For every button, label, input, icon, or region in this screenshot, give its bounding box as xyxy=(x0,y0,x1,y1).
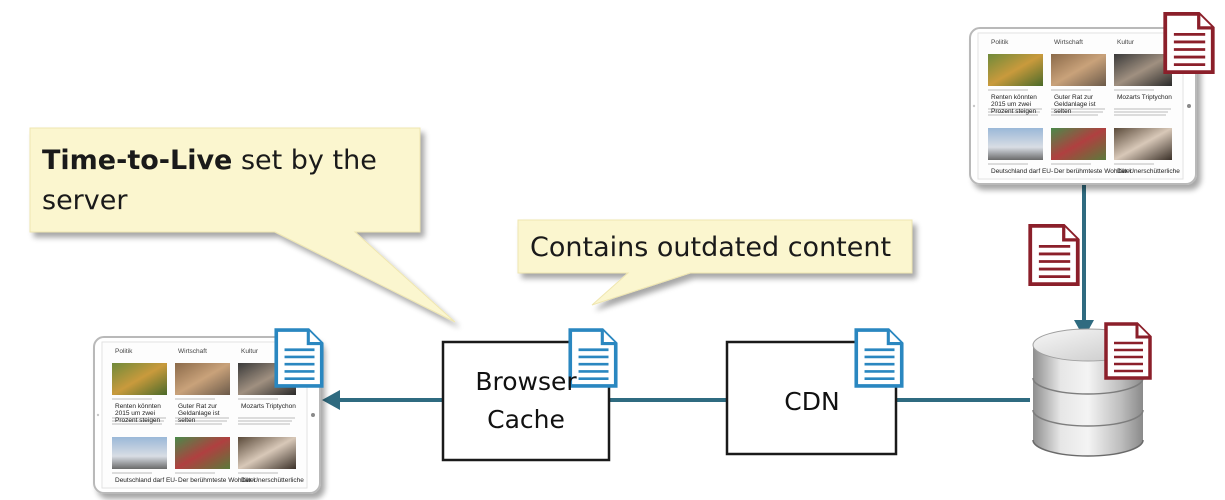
ttl-bold-label: Time-to-Live xyxy=(42,145,233,176)
document-icon-red-transit xyxy=(1028,223,1080,287)
server-tablet-headline-4: Deutschland darf EU- xyxy=(991,168,1054,175)
document-icon-red-server xyxy=(1163,11,1215,75)
client-tablet-headline-2: Guter Rat zur Geldanlage ist selten xyxy=(178,403,220,424)
outdated-callout xyxy=(517,219,913,306)
client-tablet-headline-4: Deutschland darf EU- xyxy=(115,477,178,484)
document-icon-blue-cdn xyxy=(854,328,904,388)
server-tablet-category-3: Kultur xyxy=(1117,39,1134,46)
ttl-rest-label: set by the xyxy=(232,145,377,176)
outdated-callout-text: Contains outdated content xyxy=(530,232,892,263)
client-tablet-headline-3: Mozarts Triptychon xyxy=(241,403,296,410)
server-tablet-headline-5: Der berühmteste Wohltäter xyxy=(1054,168,1132,175)
client-tablet-category-1: Politik xyxy=(115,348,133,355)
browser-cache-label-1: Browser xyxy=(475,367,577,396)
server-tablet-headline-1: Renten könnten 2015 um zwei Prozent stei… xyxy=(991,94,1037,115)
client-tablet-headline-6: Der Unerschütterliche xyxy=(241,477,304,484)
document-icon-blue-client xyxy=(274,328,324,388)
browser-cache-label-2: Cache xyxy=(487,405,565,434)
arrowhead-left xyxy=(322,390,340,410)
server-tablet-category-1: Politik xyxy=(991,39,1009,46)
cdn-label: CDN xyxy=(784,387,840,416)
client-tablet-headline-5: Der berühmteste Wohltäter xyxy=(178,477,256,484)
ttl-callout xyxy=(29,127,456,323)
ttl-rest-label-2: server xyxy=(42,185,128,216)
document-icon-red-db xyxy=(1104,322,1152,380)
client-tablet-category-2: Wirtschaft xyxy=(178,348,207,355)
server-tablet-category-2: Wirtschaft xyxy=(1054,39,1083,46)
connection-lines xyxy=(338,185,1086,402)
ttl-callout-text: Time-to-Live set by the server xyxy=(42,141,377,221)
server-tablet-headline-6: Der Unerschütterliche xyxy=(1117,168,1180,175)
server-tablet-headline-2: Guter Rat zur Geldanlage ist selten xyxy=(1054,94,1096,115)
client-tablet-category-3: Kultur xyxy=(241,348,258,355)
server-tablet-headline-3: Mozarts Triptychon xyxy=(1117,94,1172,101)
client-tablet-headline-1: Renten könnten 2015 um zwei Prozent stei… xyxy=(115,403,161,424)
